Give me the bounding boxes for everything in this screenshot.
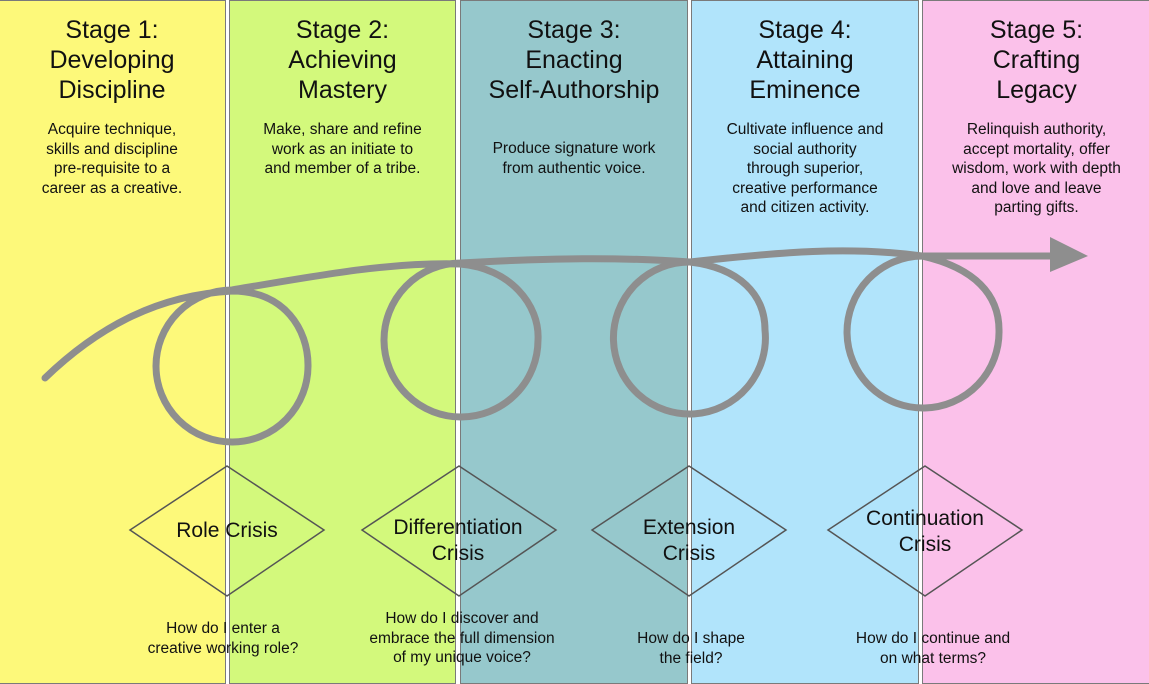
stage-4-description: Cultivate influence and social authority… bbox=[726, 121, 884, 216]
role-crisis-question: How do I enter a creative working role? bbox=[147, 620, 299, 657]
stage-5-description: Relinquish authority, accept mortality, … bbox=[952, 121, 1121, 216]
stage-5-title: Stage 5: Crafting Legacy bbox=[989, 16, 1084, 104]
continuation-crisis-diamond bbox=[826, 465, 1024, 597]
differentiation-crisis-diamond bbox=[360, 465, 558, 597]
stage-1-title: Stage 1: Developing Discipline bbox=[49, 16, 175, 104]
stage-3-title: Stage 3: Enacting Self-Authorship bbox=[488, 16, 660, 104]
stage-4-column: Stage 4: Attaining Eminence Cultivate in… bbox=[691, 0, 919, 684]
extension-crisis-label: Extension Crisis bbox=[642, 516, 736, 565]
extension-crisis-question: How do I shape the field? bbox=[637, 630, 745, 667]
stage-1-description: Acquire technique, skills and discipline… bbox=[41, 121, 183, 197]
continuation-crisis-question: How do I continue and on what terms? bbox=[855, 630, 1011, 667]
differentiation-crisis-question: How do I discover and embrace the full d… bbox=[369, 610, 555, 666]
role-crisis-diamond bbox=[128, 465, 326, 597]
spiral-arrow-path bbox=[41, 247, 1056, 446]
stage-5-column: Stage 5: Crafting Legacy Relinquish auth… bbox=[922, 0, 1149, 684]
continuation-crisis-label: Continuation Crisis bbox=[866, 507, 984, 556]
stage-4-title: Stage 4: Attaining Eminence bbox=[749, 16, 861, 104]
extension-crisis-diamond bbox=[590, 465, 788, 597]
role-crisis-label: Role Crisis bbox=[176, 519, 278, 542]
stage-2-description: Make, share and refine work as an initia… bbox=[263, 121, 422, 177]
stage-2-column: Stage 2: Achieving Mastery Make, share a… bbox=[229, 0, 456, 684]
stage-2-title: Stage 2: Achieving Mastery bbox=[288, 16, 397, 104]
stage-1-column: Stage 1: Developing Discipline Acquire t… bbox=[0, 0, 226, 684]
stage-3-description: Produce signature work from authentic vo… bbox=[492, 140, 656, 177]
differentiation-crisis-label: Differentiation Crisis bbox=[393, 516, 523, 565]
arrow-head bbox=[1050, 237, 1088, 272]
